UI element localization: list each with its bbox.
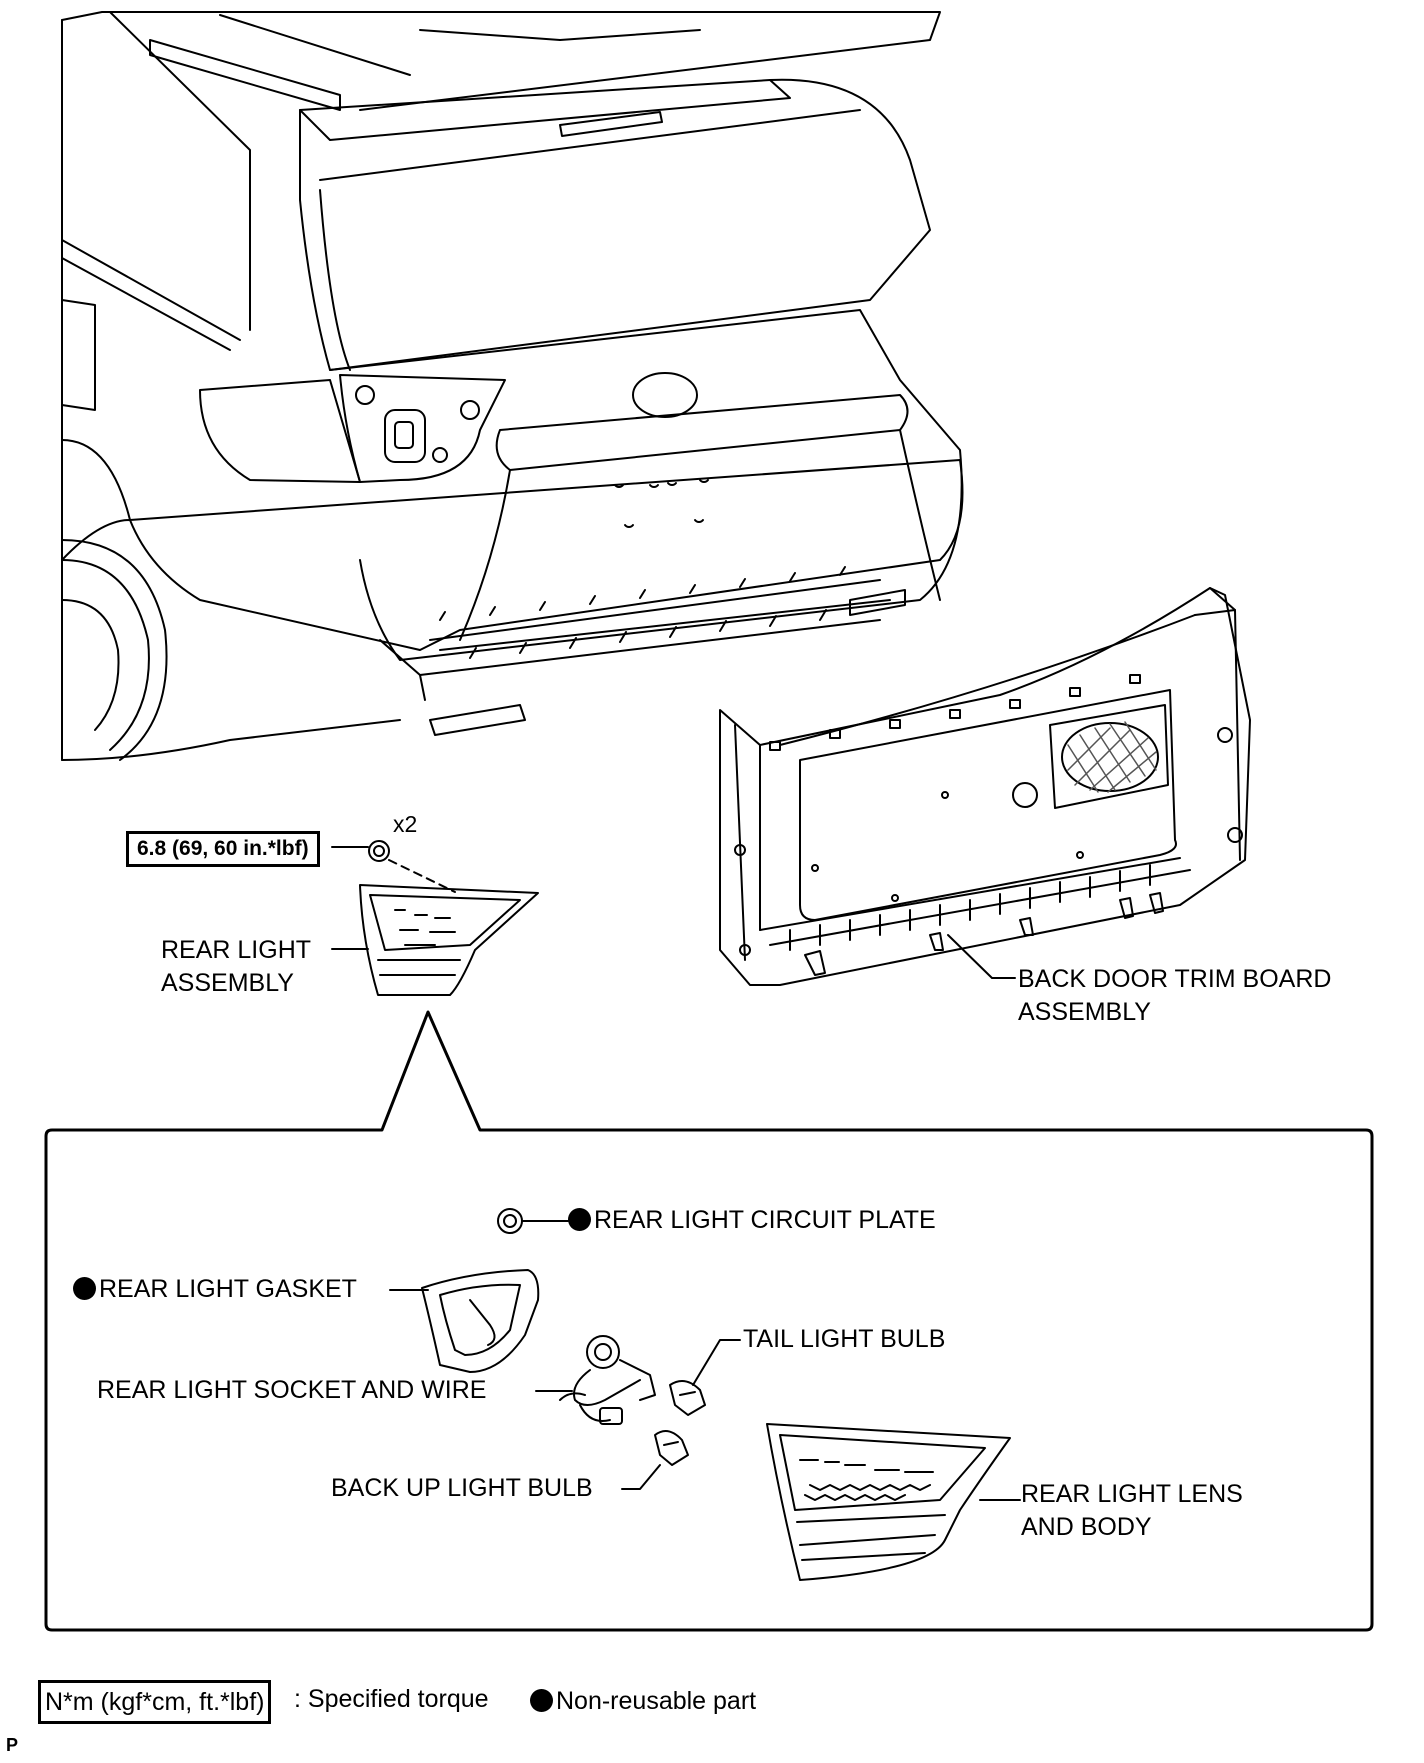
non-reusable-mark-icon	[568, 1208, 591, 1231]
corner-mark: P	[6, 1735, 19, 1755]
tail-light-bulb-leader	[692, 1339, 741, 1386]
vehicle-rear-illustration	[61, 11, 964, 761]
rear-light-circuit-plate-label: REAR LIGHT CIRCUIT PLATE	[568, 1204, 936, 1237]
non-reusable-mark-icon	[73, 1277, 96, 1300]
legend-non-reusable-text: Non-reusable part	[556, 1687, 757, 1715]
rear-light-lens-and-body-label-line1: REAR LIGHT LENS	[1021, 1480, 1243, 1508]
rear-light-socket-and-wire-label: REAR LIGHT SOCKET AND WIRE	[97, 1376, 487, 1404]
rear-light-lens-and-body-illustration	[766, 1423, 1011, 1581]
rear-light-assembly-label-line2: ASSEMBLY	[161, 969, 294, 997]
rear-light-assembly-label-line1: REAR LIGHT	[161, 936, 312, 964]
rear-light-gasket-illustration	[421, 1269, 540, 1373]
back-up-light-bulb-label: BACK UP LIGHT BULB	[331, 1474, 593, 1502]
back-up-light-bulb-illustration	[654, 1430, 689, 1466]
rear-light-gasket-label: REAR LIGHT GASKET	[73, 1273, 357, 1306]
rear-light-assembly-label: REAR LIGHT ASSEMBLY	[161, 934, 311, 1000]
back-door-trim-board-leader	[947, 934, 1016, 979]
tail-light-bulb-illustration	[669, 1380, 706, 1416]
rear-light-lens-and-body-label: REAR LIGHT LENS AND BODY	[1021, 1478, 1243, 1544]
nut-icon	[368, 840, 390, 862]
non-reusable-legend-icon	[530, 1689, 553, 1712]
back-up-light-bulb-leader	[621, 1464, 661, 1490]
nut-dashed-leader	[388, 859, 456, 893]
circuit-plate-nut-icon	[497, 1208, 523, 1234]
back-door-trim-board-label-line2: ASSEMBLY	[1018, 998, 1151, 1026]
speaker-grille-mesh	[1067, 721, 1157, 793]
rear-light-assembly-illustration	[359, 884, 539, 996]
legend-non-reusable: Non-reusable part	[530, 1682, 756, 1720]
back-door-trim-board-label-line1: BACK DOOR TRIM BOARD	[1018, 965, 1332, 993]
legend-torque-unit-box: N*m (kgf*cm, ft.*lbf)	[38, 1680, 272, 1724]
socket-and-wire-illustration	[559, 1335, 656, 1425]
back-door-trim-board-label: BACK DOOR TRIM BOARD ASSEMBLY	[1018, 963, 1331, 1029]
legend-torque-desc: : Specified torque	[294, 1685, 489, 1713]
tail-light-bulb-label: TAIL LIGHT BULB	[743, 1325, 946, 1353]
rear-light-gasket-text: REAR LIGHT GASKET	[99, 1275, 357, 1303]
torque-spec-box: 6.8 (69, 60 in.*lbf)	[126, 831, 320, 867]
rear-light-lens-and-body-label-line2: AND BODY	[1021, 1513, 1152, 1541]
rear-light-circuit-plate-text: REAR LIGHT CIRCUIT PLATE	[594, 1206, 936, 1234]
detail-callout-frame	[44, 1010, 1374, 1632]
quantity-label: x2	[393, 811, 418, 837]
back-door-trim-board-illustration	[719, 587, 1251, 986]
